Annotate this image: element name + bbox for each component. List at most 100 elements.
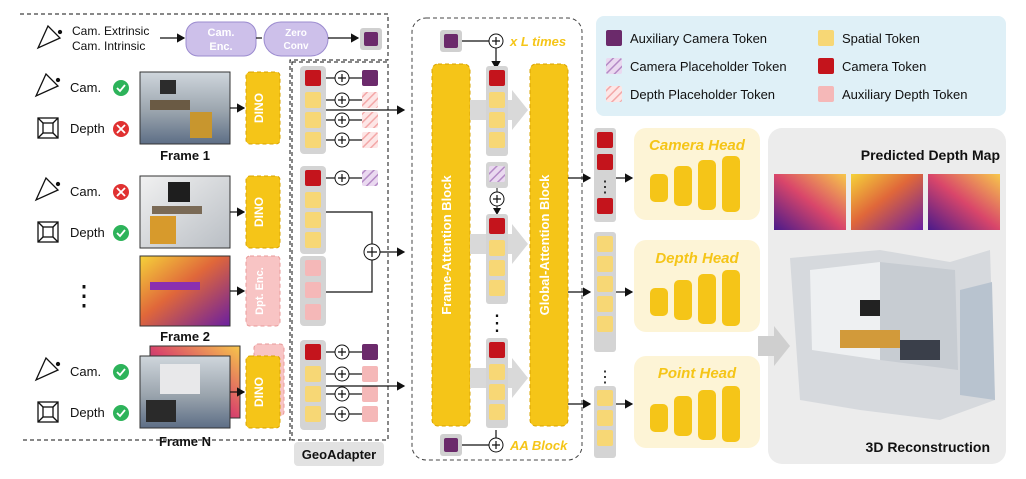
aux-camera-token [444, 438, 458, 452]
camera-token [305, 70, 321, 86]
camera-icon [34, 176, 61, 202]
spatial-token [305, 92, 321, 108]
geoadapter-label-box [294, 442, 384, 466]
frame1-cam-label: Cam. [70, 80, 101, 95]
camera-icon [36, 24, 63, 50]
frame2-cam-label: Cam. [70, 184, 101, 199]
legend-swatch [606, 86, 622, 102]
token-ellipsis: ⋮ [486, 310, 508, 335]
frame2-caption: Frame 2 [160, 329, 210, 344]
legend-swatch [818, 58, 834, 74]
depth-map-3 [928, 174, 1000, 230]
frameN-cam-label: Cam. [70, 364, 101, 379]
predicted-depth-title: Predicted Depth Map [861, 147, 1000, 163]
spatial-token [597, 316, 613, 332]
aux-depth-token [305, 282, 321, 298]
cam-enc-label-2: Enc. [209, 41, 232, 53]
frameN-dino-label: DINO [252, 377, 266, 407]
input-extrinsic-label: Cam. Extrinsic [72, 24, 149, 38]
depth-icon [37, 221, 59, 243]
global-attention-block [529, 63, 569, 427]
point-head-label: Point Head [658, 365, 737, 382]
check-icon [113, 80, 129, 96]
aux-depth-token [362, 406, 378, 422]
spatial-token [597, 390, 613, 406]
camera-token [597, 154, 613, 170]
point-head: Point Head [634, 356, 760, 448]
geoadapter-label: GeoAdapter [302, 447, 376, 462]
legend-swatch [818, 30, 834, 46]
spatial-token [489, 280, 505, 296]
geoadapter-border [291, 61, 389, 441]
reconstruction-title: 3D Reconstruction [866, 439, 990, 455]
frame1-dino-label: DINO [252, 93, 266, 123]
frame2-depth-label: Depth [70, 225, 105, 240]
spatial-token [489, 240, 505, 256]
input-intrinsic-label: Cam. Intrinsic [72, 39, 145, 53]
cam-enc-label-1: Cam. [208, 27, 235, 39]
camera-token [597, 198, 613, 214]
spatial-token [489, 384, 505, 400]
legend-swatch [606, 58, 622, 74]
frame2-depth-image [139, 255, 231, 327]
camera-token [489, 218, 505, 234]
aux-depth-token [362, 386, 378, 402]
spatial-token [305, 192, 321, 208]
frame1-depth-label: Depth [70, 121, 105, 136]
zero-conv-box [263, 21, 329, 57]
depth-placeholder-token [362, 112, 378, 128]
zero-conv-label-1: Zero [285, 28, 307, 39]
spatial-token [489, 92, 505, 108]
depth-map-2 [851, 174, 923, 230]
aux-camera-token [362, 344, 378, 360]
camera-token [305, 344, 321, 360]
frame-ellipsis: ⋮ [70, 280, 98, 311]
check-icon [113, 225, 129, 241]
camera-token [305, 170, 321, 186]
frame2-depth-encoder [245, 255, 281, 327]
frameN-dino-encoder [245, 355, 281, 429]
legend-label: Camera Placeholder Token [630, 59, 787, 74]
frame-attention-label: Frame-Attention Block [439, 175, 454, 315]
legend-swatch [818, 86, 834, 102]
depth-icon [37, 401, 59, 423]
camera-token [597, 132, 613, 148]
spatial-token [597, 410, 613, 426]
depth-head-label: Depth Head [655, 250, 739, 267]
token-ellipsis: ⋮ [597, 179, 613, 196]
camera-icon [34, 72, 61, 98]
aux-depth-token [362, 366, 378, 382]
token-ellipsis: ⋮ [597, 369, 613, 386]
frame2-dpt-enc-label: Dpt. Enc. [254, 267, 266, 315]
spatial-token [305, 366, 321, 382]
spatial-token [597, 236, 613, 252]
legend-box [596, 16, 1006, 116]
aa-block-label: AA Block [509, 438, 568, 453]
camera-placeholder-token [489, 166, 505, 182]
aux-camera-token [444, 34, 458, 48]
camera-head-label: Camera Head [649, 137, 746, 154]
legend-label: Auxiliary Camera Token [630, 31, 767, 46]
legend-label: Spatial Token [842, 31, 920, 46]
check-icon [113, 405, 129, 421]
loop-label: x L times [509, 34, 566, 49]
frameN-caption: Frame N [159, 434, 211, 449]
aux-depth-token [305, 304, 321, 320]
spatial-token [597, 430, 613, 446]
depth-map-1 [774, 174, 846, 230]
spatial-token [305, 386, 321, 402]
spatial-token [489, 132, 505, 148]
frame1-dino-encoder [245, 71, 281, 145]
camera-token [489, 342, 505, 358]
legend-label: Camera Token [842, 59, 926, 74]
spatial-token [489, 404, 505, 420]
spatial-token [305, 212, 321, 228]
depth-placeholder-token [362, 92, 378, 108]
zero-conv-label-2: Conv [284, 41, 309, 52]
spatial-token [597, 276, 613, 292]
camera-token [489, 70, 505, 86]
camera-placeholder-token [362, 170, 378, 186]
frameN-depth-label: Depth [70, 405, 105, 420]
cam-enc-box [185, 21, 257, 57]
